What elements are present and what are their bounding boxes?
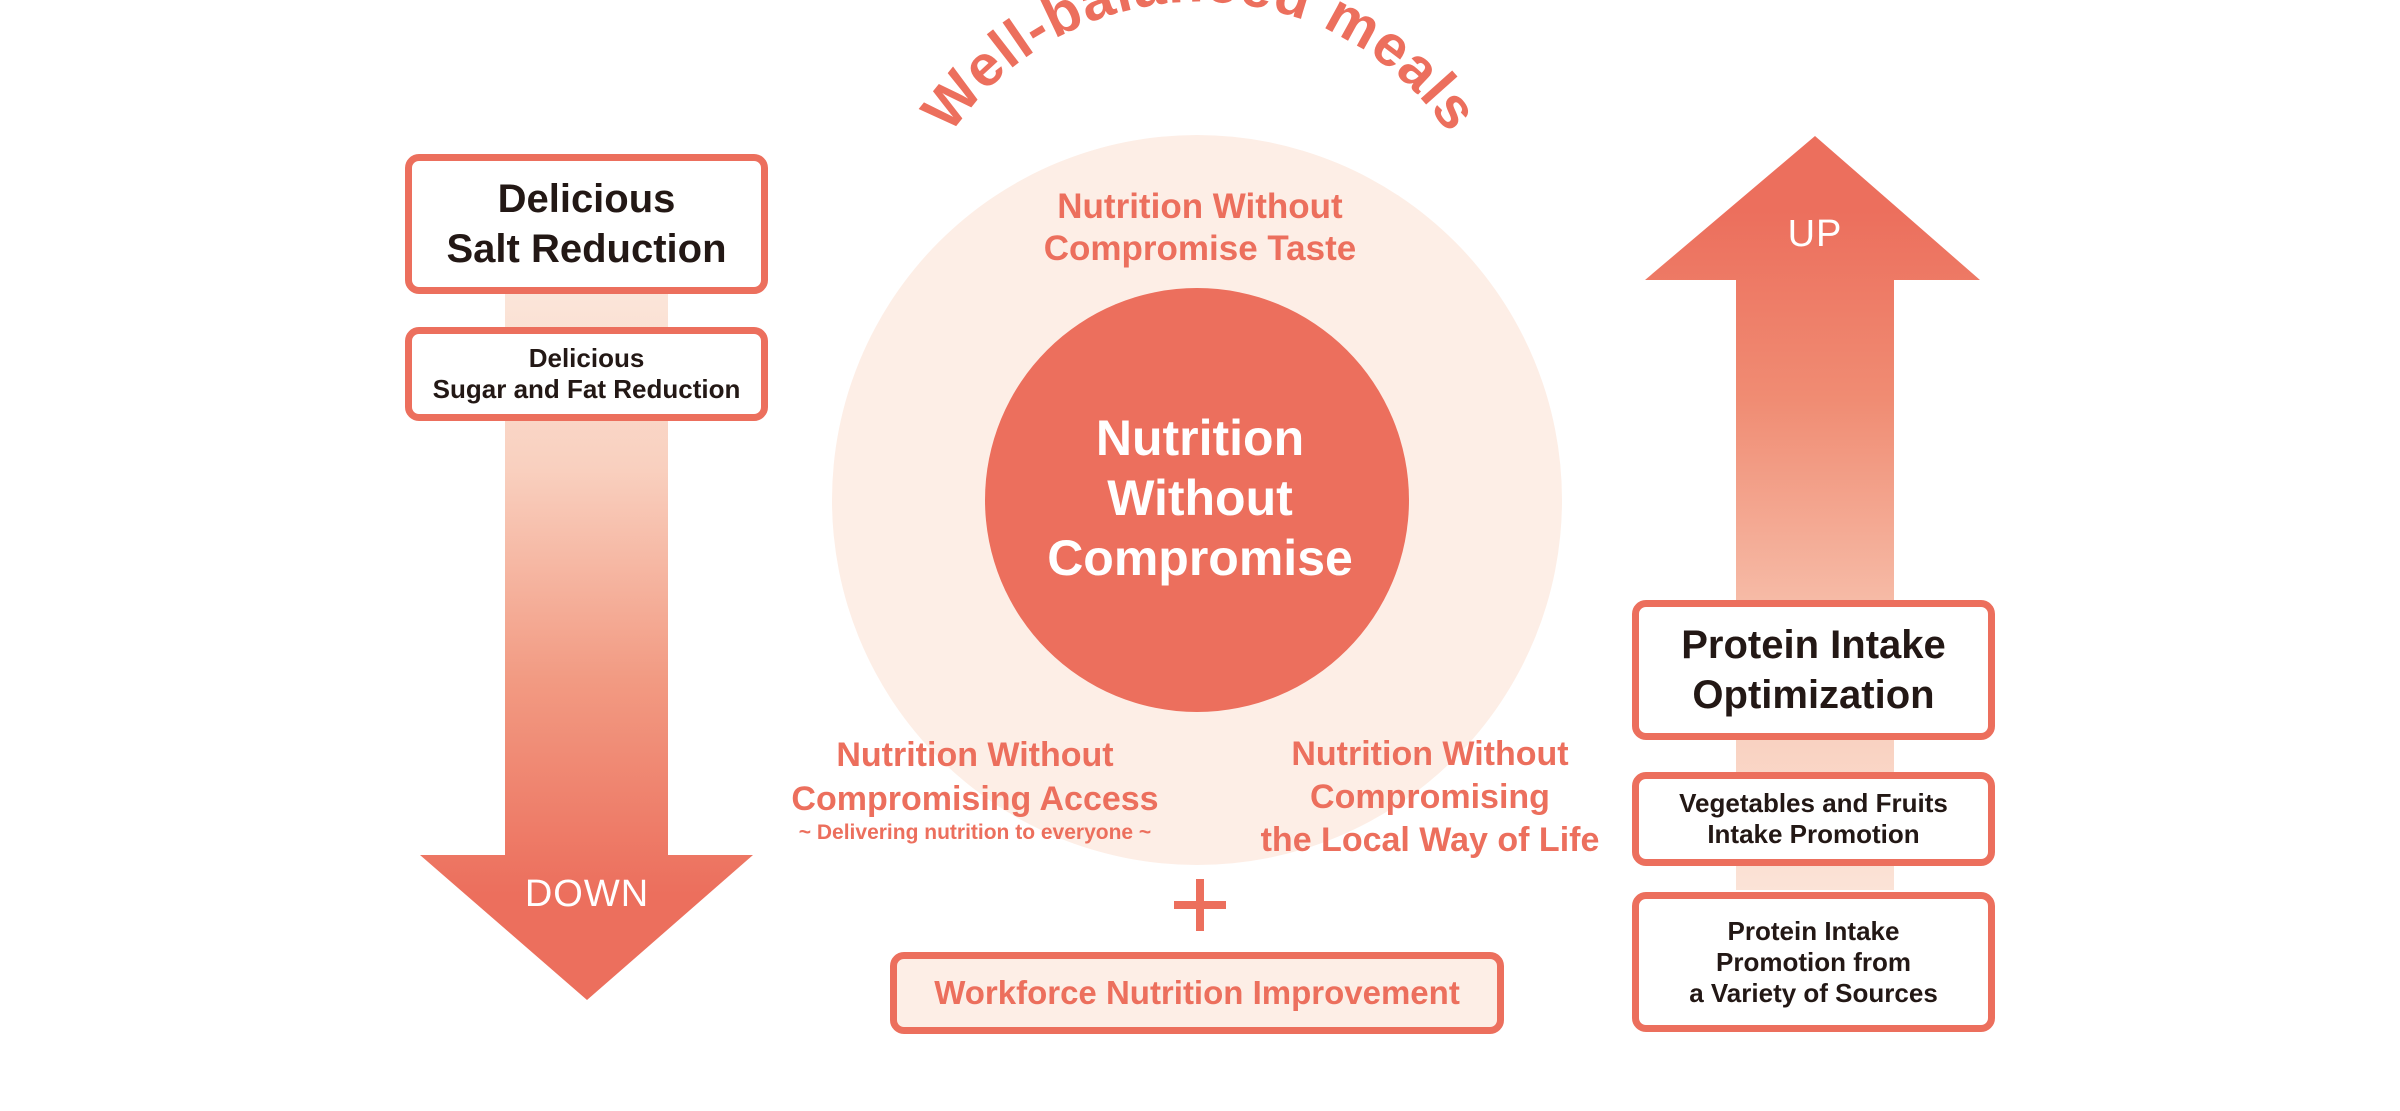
box-line: Protein Intake [1681,623,1946,667]
box-line: Delicious [497,177,676,221]
box-line: Optimization [1692,673,1935,717]
core-circle [985,288,1409,712]
down-arrow-label: DOWN [524,873,650,915]
text-line: Compromising Access [791,780,1159,818]
box-line: Promotion from [1716,946,1911,977]
center-right-text: Nutrition Without Compromising the Local… [1220,733,1640,862]
text-subline: ~ Delivering nutrition to everyone ~ [798,821,1152,844]
text-line: Nutrition Without [1057,187,1343,226]
core-line: Without [1107,470,1293,526]
plus-icon [1174,879,1226,931]
box-line: Vegetables and Fruits [1679,788,1948,818]
core-line: Compromise [1047,530,1353,586]
box-sugar-fat-reduction: Delicious Sugar and Fat Reduction [405,327,768,421]
up-arrow [1645,136,1980,890]
box-line: Salt Reduction [446,227,727,271]
text-line: Compromising [1310,778,1550,816]
down-arrow [420,290,753,1000]
box-line: Delicious [528,343,645,373]
text-line: the Local Way of Life [1260,821,1600,859]
box-vegetables-fruits: Vegetables and Fruits Intake Promotion [1632,772,1995,866]
text-line: Compromise Taste [1043,229,1357,268]
text-line: Nutrition Without [836,736,1114,774]
text-line: Nutrition Without [1291,735,1569,773]
core-line: Nutrition [1095,410,1305,466]
center-top-text: Nutrition Without Compromise Taste [950,186,1450,270]
box-line: Sugar and Fat Reduction [432,374,741,404]
box-line: Protein Intake [1727,915,1900,946]
center-left-text: Nutrition Without Compromising Access ~ … [740,733,1210,845]
box-line: Intake Promotion [1707,819,1920,849]
arc-title: Well-balanced meals [909,0,1491,142]
box-line: a Variety of Sources [1689,977,1938,1008]
box-protein-intake-optimization: Protein Intake Optimization [1632,600,1995,740]
core-text: Nutrition Without Compromise [1000,408,1400,588]
box-delicious-salt-reduction: Delicious Salt Reduction [405,154,768,294]
up-arrow-label: UP [1787,213,1843,255]
box-protein-variety-sources: Protein Intake Promotion from a Variety … [1632,892,1995,1032]
workforce-nutrition-box: Workforce Nutrition Improvement [890,952,1504,1034]
